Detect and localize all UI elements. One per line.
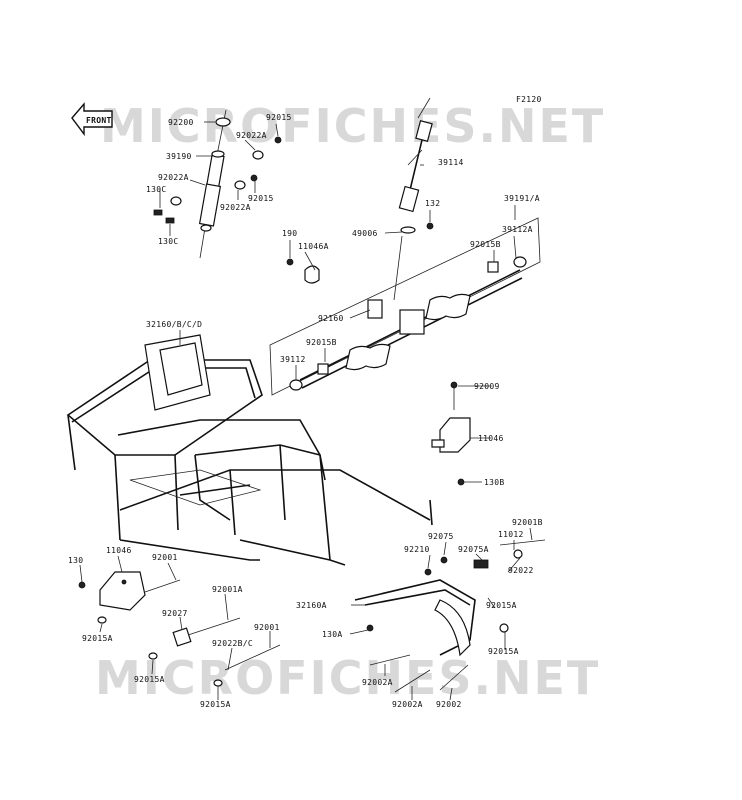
label-92001a: 92001A	[212, 585, 243, 594]
label-11046a: 11046A	[298, 242, 329, 251]
label-11046: 11046	[106, 546, 132, 555]
label-130b: 130B	[484, 478, 504, 487]
rack-bracket	[286, 258, 320, 284]
shock-absorber	[198, 109, 231, 259]
label-92027: 92027	[162, 609, 188, 618]
label-92015: 92015	[266, 113, 292, 122]
label-130a: 130A	[322, 630, 342, 639]
label-92015a: 92015A	[488, 647, 519, 656]
label-190: 190	[282, 229, 297, 238]
label-92009: 92009	[474, 382, 500, 391]
front-bracket	[354, 539, 546, 657]
label-92075a: 92075A	[458, 545, 489, 554]
label-92015a: 92015A	[134, 675, 165, 684]
label-92022: 92022	[508, 566, 534, 575]
label-92015a: 92015A	[82, 634, 113, 643]
bracket-11046	[431, 381, 471, 486]
label-92160: 92160	[318, 314, 344, 323]
label-92001: 92001	[254, 623, 280, 632]
label-39112: 39112	[280, 355, 306, 364]
label-130: 130	[68, 556, 83, 565]
label-92002a: 92002A	[362, 678, 393, 687]
label-32160bcd: 32160/B/C/D	[146, 320, 202, 329]
label-92015: 92015	[248, 194, 274, 203]
label-11046: 11046	[478, 434, 504, 443]
label-92002a: 92002A	[392, 700, 423, 709]
watermark-top: MICROFICHES.NET	[100, 99, 605, 153]
watermark-bottom: MICROFICHES.NET	[95, 651, 600, 705]
label-92001b: 92001B	[512, 518, 543, 527]
label-130c: 130C	[158, 237, 178, 246]
lower-left-bracket	[78, 571, 181, 624]
label-92015a: 92015A	[200, 700, 231, 709]
figure-code: F2120	[516, 95, 542, 104]
part-labels: 92200 92015 92022A 39190 92022A 92015 13…	[68, 113, 543, 709]
label-92022a: 92022A	[236, 131, 267, 140]
label-92015a: 92015A	[486, 601, 517, 610]
label-92001: 92001	[152, 553, 178, 562]
label-39190: 39190	[166, 152, 192, 161]
label-92022bc: 92022B/C	[212, 639, 253, 648]
label-92002: 92002	[436, 700, 462, 709]
shock-hardware	[153, 136, 282, 224]
label-39114: 39114	[438, 158, 464, 167]
label-39112a: 39112A	[502, 225, 533, 234]
front-arrow-icon: FRONT	[71, 102, 113, 137]
label-92075: 92075	[428, 532, 454, 541]
label-49006: 49006	[352, 229, 378, 238]
steering-shaft	[398, 97, 434, 234]
label-32160a: 32160A	[296, 601, 327, 610]
label-39191a: 39191/A	[504, 194, 540, 203]
label-130c: 130C	[146, 185, 166, 194]
label-92022a: 92022A	[220, 203, 251, 212]
main-frame	[66, 334, 433, 566]
label-132: 132	[425, 199, 440, 208]
label-92015b: 92015B	[306, 338, 337, 347]
leader-lines	[79, 121, 533, 701]
label-11012: 11012	[498, 530, 524, 539]
label-92210: 92210	[404, 545, 430, 554]
label-92015b: 92015B	[470, 240, 501, 249]
steering-rack	[269, 217, 541, 396]
label-92200: 92200	[168, 118, 194, 127]
front-label: FRONT	[86, 116, 112, 125]
label-92022a: 92022A	[158, 173, 189, 182]
lower-bolts	[148, 617, 469, 693]
